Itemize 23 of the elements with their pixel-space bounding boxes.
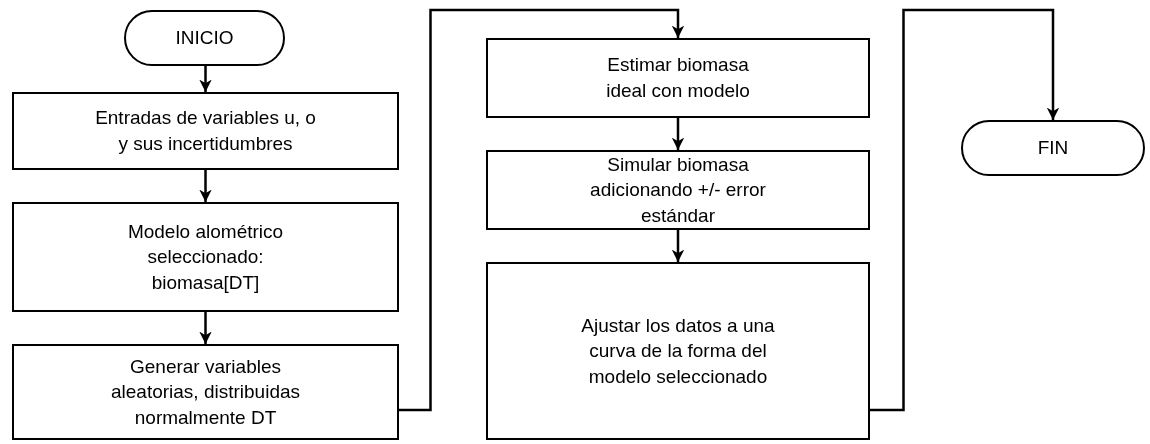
- node-label: Modelo alométrico seleccionado: biomasa[DT]: [126, 219, 285, 295]
- node-label: Generar variables aleatorias, distribuidas normalmente DT: [109, 354, 301, 430]
- arrow: [870, 8, 1060, 412]
- arrow: [671, 230, 685, 262]
- node-label: Simular biomasa adicionando +/- error estándar: [589, 152, 767, 228]
- arrow: [199, 66, 212, 92]
- process-box: [486, 150, 870, 230]
- terminal-pill: [124, 10, 285, 66]
- node-label: INICIO: [175, 26, 234, 51]
- node-label: Entradas de variables u, o y sus incertidumbres: [94, 106, 317, 156]
- node-label: Ajustar los datos a una curva de la forma del modelo seleccionado: [580, 313, 776, 389]
- process-box: [12, 92, 399, 170]
- arrow: [399, 8, 685, 412]
- process-box: [12, 344, 399, 440]
- arrow: [199, 312, 212, 344]
- process-box: [12, 202, 399, 312]
- arrow: [199, 170, 212, 202]
- node-label: FIN: [1037, 136, 1069, 161]
- terminal-pill: [961, 120, 1145, 176]
- node-label: Estimar biomasa ideal con modelo: [605, 53, 751, 103]
- arrow: [671, 118, 685, 150]
- process-box: [486, 262, 870, 440]
- process-box: [486, 38, 870, 118]
